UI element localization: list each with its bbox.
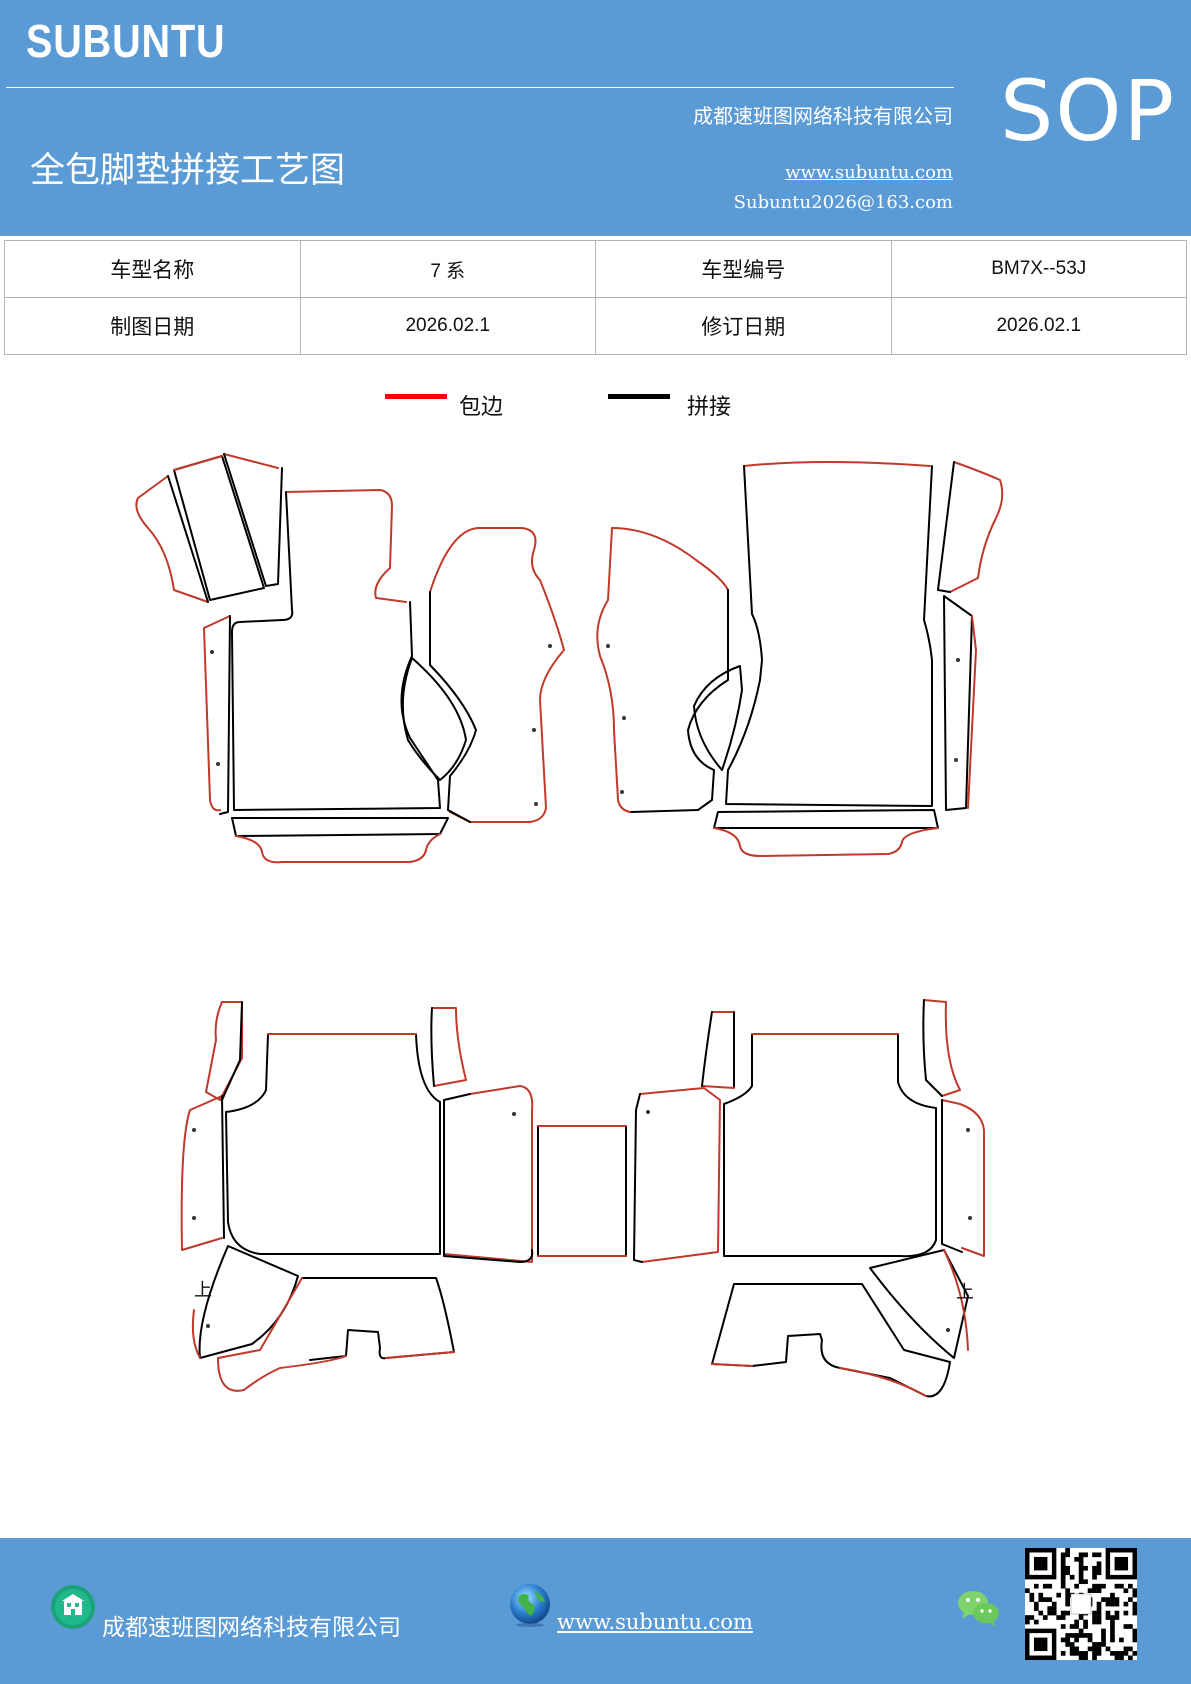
- orientation-mark-left: 上: [194, 1280, 212, 1301]
- legend-seam-label: 拼接: [687, 395, 732, 420]
- value-cell: 7 系: [299, 240, 596, 298]
- wechat-icon: [958, 1591, 999, 1627]
- front-left-mat: [135, 453, 565, 864]
- header-banner: SUBUNTU 成都速班图网络科技有限公司 全包脚垫拼接工艺图 www.subu…: [0, 0, 1191, 236]
- mounting-holes: [192, 644, 972, 1332]
- value-cell: 2026.02.1: [299, 297, 596, 355]
- vehicle-info-table: 车型名称 7 系 车型编号 BM7X--53J 制图日期 2026.02.1 修…: [4, 240, 1187, 355]
- website-link[interactable]: www.subuntu.com: [785, 162, 953, 183]
- company-name: 成都速班图网络科技有限公司: [693, 104, 953, 128]
- legend-edge-swatch: [385, 394, 447, 399]
- value-cell: 2026.02.1: [890, 297, 1187, 355]
- rear-left-mat: [180, 1001, 534, 1392]
- sop-badge: SOP: [1000, 62, 1177, 160]
- table-row: 车型名称 7 系 车型编号 BM7X--53J: [4, 240, 1187, 298]
- footer-website-link[interactable]: www.subuntu.com: [557, 1610, 753, 1634]
- legend-seam-swatch: [608, 394, 670, 399]
- rear-right-mat: [633, 999, 985, 1398]
- rear-center-mat: [537, 1125, 627, 1257]
- table-row: 制图日期 2026.02.1 修订日期 2026.02.1: [4, 297, 1187, 355]
- globe-icon: [510, 1584, 550, 1627]
- orientation-mark-right: 上: [956, 1282, 974, 1303]
- building-icon: [51, 1585, 95, 1629]
- label-cell: 车型编号: [595, 240, 892, 298]
- label-cell: 制图日期: [4, 297, 301, 355]
- front-right-mat: [596, 461, 1004, 857]
- header-divider: [6, 87, 954, 88]
- footer-company-name: 成都速班图网络科技有限公司: [102, 1615, 401, 1641]
- mat-splice-drawing: 上 上: [135, 453, 1004, 1398]
- legend-edge-label: 包边: [459, 395, 504, 420]
- document-title: 全包脚垫拼接工艺图: [30, 151, 346, 191]
- value-cell: BM7X--53J: [890, 240, 1187, 298]
- label-cell: 车型名称: [4, 240, 301, 298]
- email-address: Subuntu2026@163.com: [733, 192, 953, 213]
- brand-logo: SUBUNTU: [26, 15, 226, 67]
- qr-code: [1025, 1548, 1137, 1660]
- label-cell: 修订日期: [595, 297, 892, 355]
- footer-banner: 成都速班图网络科技有限公司 www.subuntu.com: [0, 1538, 1191, 1684]
